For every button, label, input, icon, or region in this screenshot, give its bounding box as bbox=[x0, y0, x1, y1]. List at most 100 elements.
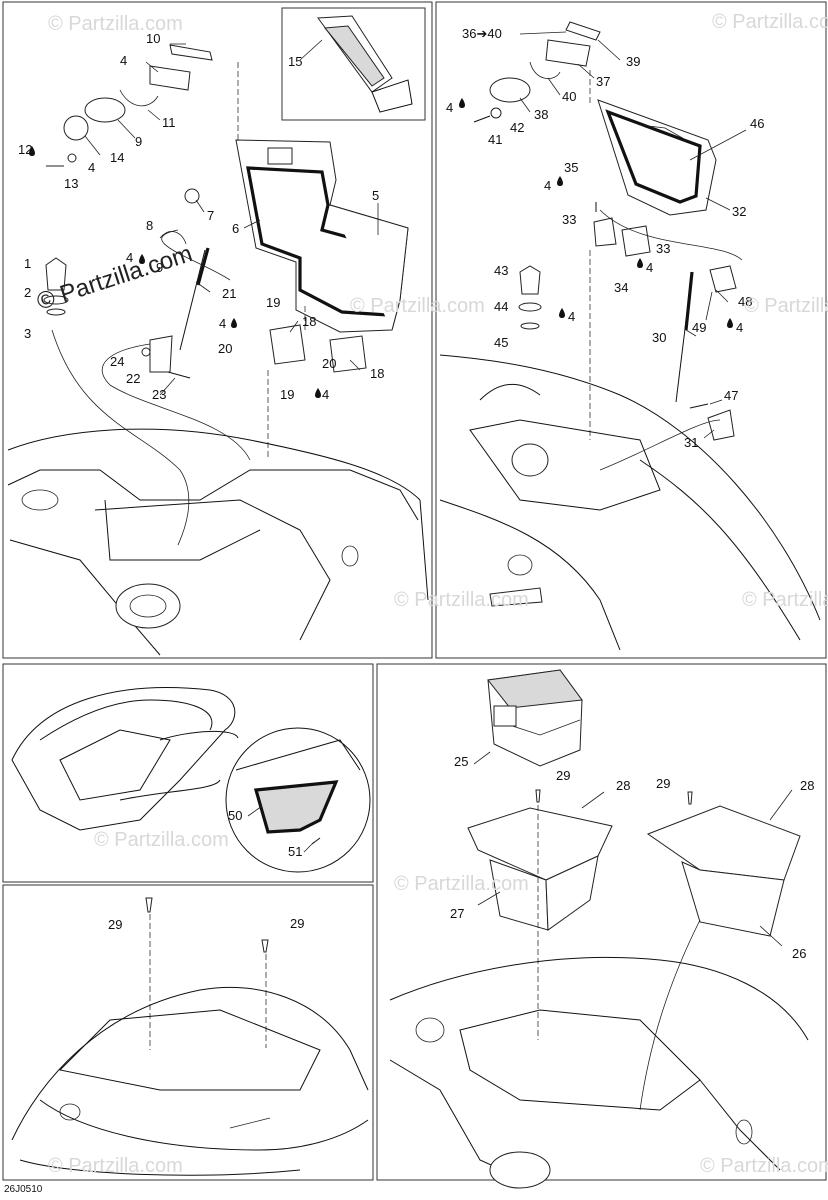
part-25-cooler-lid bbox=[487, 669, 583, 709]
callout: 29 bbox=[556, 768, 570, 783]
part-41-screw bbox=[473, 115, 491, 123]
part-37-plate bbox=[545, 39, 591, 67]
callout: 8 bbox=[146, 218, 153, 233]
callout: 4 bbox=[126, 250, 133, 265]
part-18-hinge-right bbox=[329, 335, 367, 373]
callout: 33 bbox=[562, 212, 576, 227]
part-29-screw-b bbox=[261, 939, 269, 953]
detail-circle bbox=[225, 727, 371, 873]
hull-right-handle bbox=[489, 587, 543, 607]
callout: 19 bbox=[266, 295, 280, 310]
hull-bl-top bbox=[11, 987, 369, 1141]
leader-18a bbox=[289, 320, 299, 333]
part-21-strut bbox=[179, 249, 206, 351]
part-2-washer bbox=[43, 295, 69, 305]
grease-drop-icon bbox=[459, 98, 465, 108]
callout: 24 bbox=[110, 354, 124, 369]
part-39-latch bbox=[565, 21, 601, 41]
callout-link-b bbox=[119, 779, 221, 801]
part-7-nut bbox=[184, 188, 200, 204]
part-23-screw bbox=[167, 371, 191, 379]
hull-br-drain bbox=[489, 1151, 551, 1189]
callout: 40 bbox=[562, 89, 576, 104]
leader-37 bbox=[577, 63, 595, 79]
part-16-washer bbox=[63, 115, 89, 141]
hatch-latch-plate bbox=[267, 147, 293, 165]
callout: 6 bbox=[232, 221, 239, 236]
part-18-hinge-left bbox=[269, 324, 306, 365]
callout: 29 bbox=[108, 917, 122, 932]
callout: 29 bbox=[656, 776, 670, 791]
callout: 14 bbox=[110, 150, 124, 165]
part-13-cable bbox=[119, 89, 159, 107]
hull-port bbox=[341, 545, 359, 567]
hull-br-side bbox=[699, 1079, 781, 1171]
hull-right-storage bbox=[469, 419, 661, 511]
grease-drop-icon bbox=[557, 176, 563, 186]
hull-side bbox=[419, 499, 429, 601]
leader-30 bbox=[685, 329, 697, 337]
part-33-hinge-right bbox=[621, 225, 651, 257]
hull-br-cup bbox=[415, 1017, 445, 1043]
part-8-cable bbox=[159, 231, 187, 245]
leader-38 bbox=[519, 97, 531, 113]
part-31-bracket bbox=[707, 409, 735, 441]
bottom-left-callouts: 29 29 bbox=[108, 916, 304, 932]
diagram-code: 26J0510 bbox=[4, 1184, 43, 1195]
callout: 4 bbox=[120, 53, 127, 68]
callout: 4 bbox=[568, 309, 575, 324]
hull-right-port bbox=[507, 554, 533, 576]
leader-11 bbox=[117, 119, 136, 139]
leader-28b bbox=[769, 789, 793, 821]
grease-drop-icon bbox=[315, 388, 321, 398]
watermarks: © Partzilla.com © Partzilla.com © Partzi… bbox=[48, 11, 828, 1177]
callout: 25 bbox=[454, 754, 468, 769]
callout: 43 bbox=[494, 263, 508, 278]
leader-48 bbox=[715, 289, 729, 303]
part-3-nut bbox=[46, 308, 66, 316]
hull-br-port bbox=[735, 1119, 753, 1145]
callout: 20 bbox=[218, 341, 232, 356]
callout: 34 bbox=[614, 280, 628, 295]
detail-deck-line bbox=[235, 739, 361, 771]
callout: 46 bbox=[750, 116, 764, 131]
leader-46 bbox=[689, 129, 747, 161]
callout: 26 bbox=[792, 946, 806, 961]
watermark: © Partzilla.com bbox=[700, 1155, 828, 1177]
callout: 4 bbox=[88, 160, 95, 175]
panel-bottom-right-frame bbox=[376, 663, 827, 1181]
inset-bracket bbox=[371, 79, 413, 113]
part-42-washer bbox=[490, 107, 502, 119]
callout: 48 bbox=[738, 294, 752, 309]
callout: 49 bbox=[692, 320, 706, 335]
hull-bl-lower bbox=[39, 1099, 369, 1151]
callout: 50 bbox=[228, 808, 242, 823]
hull-drain-cup bbox=[115, 583, 181, 629]
hull-right-cup bbox=[511, 443, 549, 477]
watermark: © Partzilla.com bbox=[394, 873, 529, 895]
grease-drop-icon bbox=[559, 308, 565, 318]
callout: 28 bbox=[616, 778, 630, 793]
panel-bottom-left-frame bbox=[2, 884, 374, 1181]
callout: 10 bbox=[146, 31, 160, 46]
callout: 21 bbox=[222, 286, 236, 301]
cable-route-b bbox=[101, 343, 251, 461]
grease-drop-icon bbox=[727, 318, 733, 328]
part-29-screw-c bbox=[535, 789, 541, 803]
hull-bl-port bbox=[59, 1103, 81, 1121]
callout: 4 bbox=[446, 100, 453, 115]
leader-49 bbox=[705, 291, 713, 321]
hull-right-lower bbox=[439, 499, 621, 651]
part-11-bezel bbox=[84, 97, 126, 123]
callout: 18 bbox=[370, 366, 384, 381]
callout: 44 bbox=[494, 299, 508, 314]
leader-18b bbox=[349, 359, 361, 371]
mid-left-callouts: 50 51 bbox=[228, 808, 302, 859]
callout: 23 bbox=[152, 387, 166, 402]
leader-27 bbox=[477, 891, 501, 906]
cable-route-c bbox=[161, 229, 231, 281]
callout-link-a bbox=[159, 731, 239, 741]
hull-storage-bin bbox=[104, 499, 261, 561]
callout: 36➔40 bbox=[462, 26, 502, 41]
